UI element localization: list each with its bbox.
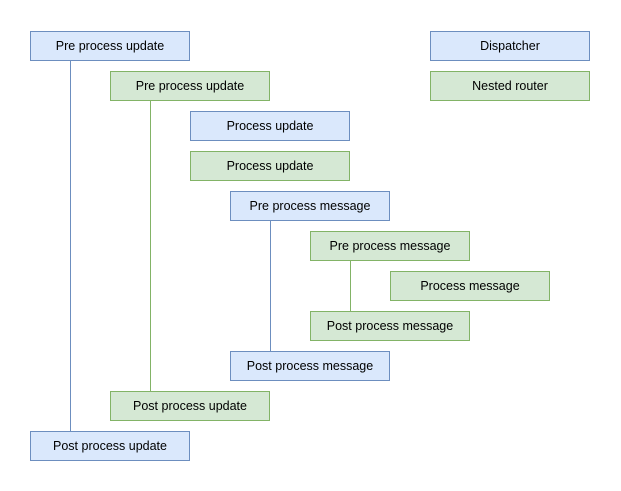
legend-item-label: Dispatcher — [480, 38, 540, 53]
node-label: Pre process update — [55, 38, 165, 53]
node-label: Pre process update — [135, 78, 245, 93]
edge-pre-process-update-to-post-process-update — [70, 61, 71, 431]
edge-pre-process-message-to-post-process-message — [270, 221, 271, 351]
node-pre-process-message-nested[interactable]: Pre process message — [310, 231, 470, 261]
node-label: Post process update — [53, 438, 167, 453]
edge-pre-process-update-to-post-process-update — [150, 101, 151, 391]
node-post-process-update-dispatcher[interactable]: Post process update — [30, 431, 190, 461]
node-label: Pre process message — [329, 238, 451, 253]
node-label: Pre process message — [249, 198, 371, 213]
legend-item-dispatcher[interactable]: Dispatcher — [430, 31, 590, 61]
node-process-message-nested[interactable]: Process message — [390, 271, 550, 301]
node-label: Process update — [226, 158, 314, 173]
node-post-process-message-nested[interactable]: Post process message — [310, 311, 470, 341]
node-process-update-dispatcher[interactable]: Process update — [190, 111, 350, 141]
node-pre-process-update-dispatcher[interactable]: Pre process update — [30, 31, 190, 61]
node-label: Post process update — [133, 398, 247, 413]
legend-item-label: Nested router — [472, 78, 548, 93]
node-label: Process update — [226, 118, 314, 133]
node-label: Post process message — [326, 318, 454, 333]
node-label: Process message — [420, 278, 520, 293]
node-process-update-nested[interactable]: Process update — [190, 151, 350, 181]
node-label: Post process message — [246, 358, 374, 373]
node-pre-process-update-nested[interactable]: Pre process update — [110, 71, 270, 101]
legend-item-nested-router[interactable]: Nested router — [430, 71, 590, 101]
edge-pre-process-message-to-post-process-message — [350, 261, 351, 311]
node-post-process-message-dispatcher[interactable]: Post process message — [230, 351, 390, 381]
node-pre-process-message-dispatcher[interactable]: Pre process message — [230, 191, 390, 221]
node-post-process-update-nested[interactable]: Post process update — [110, 391, 270, 421]
